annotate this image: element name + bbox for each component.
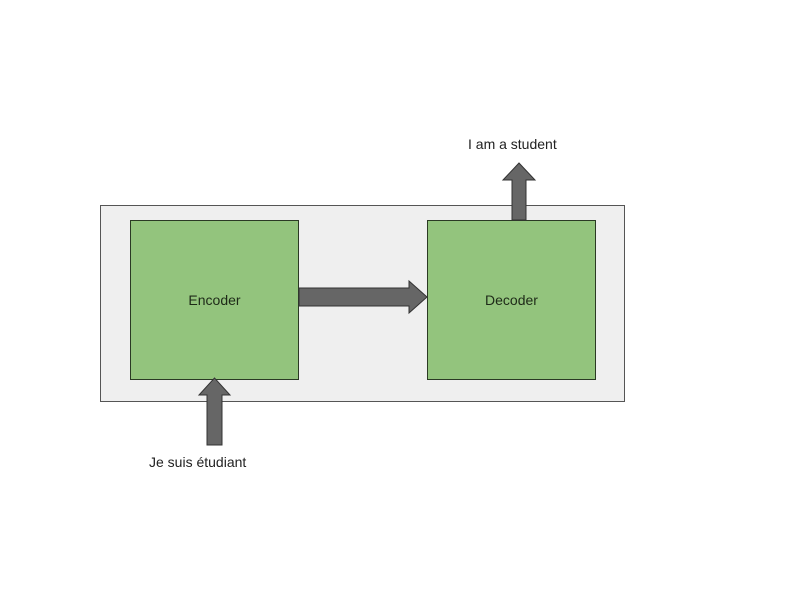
encoder-block: Encoder xyxy=(130,220,299,380)
decoder-label: Decoder xyxy=(485,292,538,308)
decoder-block: Decoder xyxy=(427,220,596,380)
input-text: Je suis étudiant xyxy=(149,454,247,470)
output-text: I am a student xyxy=(468,136,557,152)
encoder-label: Encoder xyxy=(188,292,241,308)
